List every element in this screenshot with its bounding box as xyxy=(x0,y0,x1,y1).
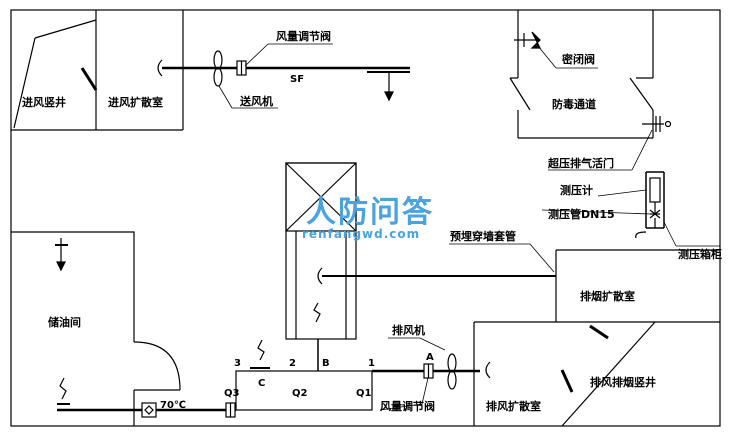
room-label-oil-storage: 储油间 xyxy=(48,315,81,329)
room-label-exhaust-diffusion: 排风扩散室 xyxy=(486,399,541,413)
oil-storage-room xyxy=(11,231,181,426)
label-damper-top: 风量调节阀 xyxy=(276,29,331,43)
room-label-intake-shaft: 进风竖井 xyxy=(22,95,66,109)
watermark-main: 人防问答 xyxy=(306,195,434,230)
room-label-exhaust-smoke-shaft: 排风排烟竖井 xyxy=(590,375,656,389)
exhaust-fan-icon xyxy=(447,353,457,390)
room-label-gas-tight-passage: 防毒通道 xyxy=(552,97,596,111)
point-label-c: C xyxy=(258,378,265,389)
label-pressure-cabinet: 测压箱柜 xyxy=(678,247,722,261)
intake-rooms xyxy=(11,10,184,131)
damper-top-icon xyxy=(236,60,247,76)
room-label-smoke-diffusion: 排烟扩散室 xyxy=(580,289,635,303)
label-airtight-valve: 密闭阀 xyxy=(562,52,595,66)
fire-damper-icon xyxy=(141,402,157,418)
smoke-louver xyxy=(589,324,609,340)
label-pressure-gauge: 测压计 xyxy=(560,183,593,197)
point-label-3: 3 xyxy=(234,358,241,369)
label-sf: SF xyxy=(290,74,304,85)
point-label-a: A xyxy=(426,352,434,363)
pressure-cabinet xyxy=(635,171,665,239)
smoke-diffusion-room xyxy=(473,249,720,427)
damper-a-icon xyxy=(423,363,434,379)
damper-q3-icon xyxy=(225,402,236,418)
label-damper-bottom: 风量调节阀 xyxy=(380,399,435,413)
overpressure-valve-icon xyxy=(642,116,672,132)
exhaust-louver xyxy=(560,369,574,393)
label-supply-fan: 送风机 xyxy=(239,94,273,108)
label-embedded-sleeve: 预埋穿墙套管 xyxy=(450,229,516,243)
watermark-sub: renfangwd.com xyxy=(302,227,420,241)
point-label-1: 1 xyxy=(368,358,375,369)
point-label-q2: Q2 xyxy=(292,388,308,399)
pressure-gauge-icon xyxy=(649,177,661,203)
label-overpressure-valve: 超压排气活门 xyxy=(547,156,614,170)
room-label-intake-diffusion: 进风扩散室 xyxy=(108,95,163,109)
label-exhaust-fan: 排风机 xyxy=(392,323,425,337)
arrow-down-icon xyxy=(56,261,66,272)
point-label-2: 2 xyxy=(289,358,296,369)
gas-tight-passage xyxy=(509,10,654,139)
point-label-q1: Q1 xyxy=(356,388,372,399)
point-label-b: B xyxy=(322,358,330,369)
label-pressure-pipe: 测压管DN15 xyxy=(548,207,615,221)
arrow-down-icon xyxy=(384,91,394,102)
label-fire-damper-temp: 70℃ xyxy=(160,400,186,411)
building-outline xyxy=(10,9,721,427)
filter-block xyxy=(285,162,357,340)
bypass-loop xyxy=(235,370,373,411)
intake-bellmouth xyxy=(157,59,163,77)
intake-louver xyxy=(80,67,98,91)
pressure-pipe-hook xyxy=(635,231,647,239)
airtight-valve-icon xyxy=(514,31,541,49)
point-label-q3: Q3 xyxy=(224,388,240,399)
supply-fan-icon xyxy=(213,50,223,87)
